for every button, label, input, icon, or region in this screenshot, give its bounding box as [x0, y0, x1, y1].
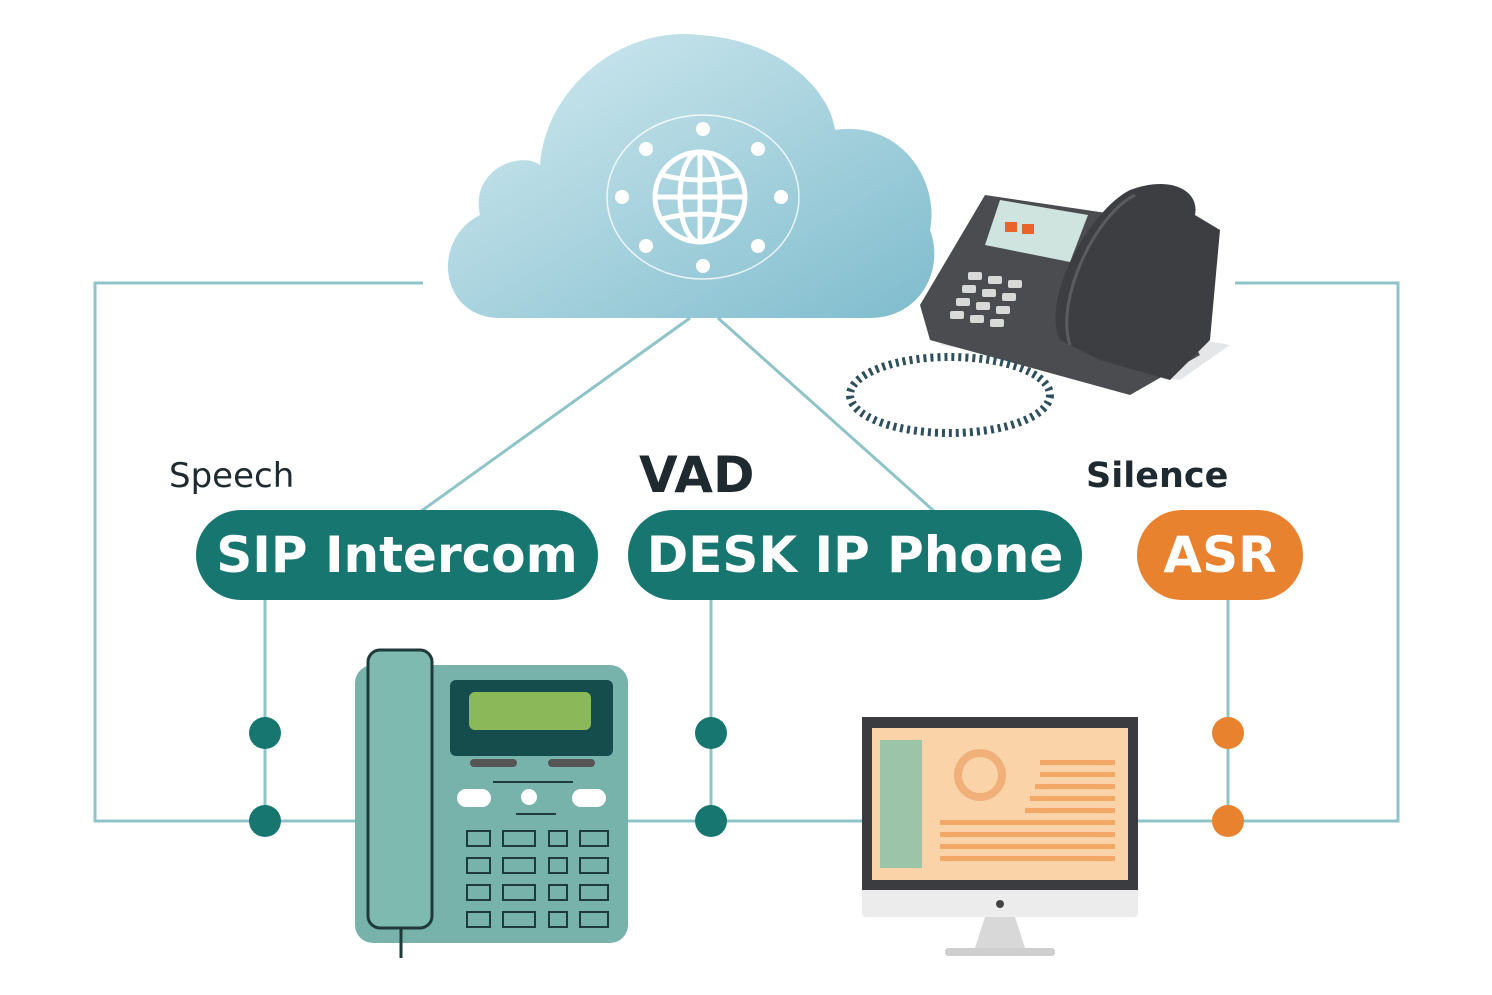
- asr-pill: ASR: [1137, 510, 1303, 600]
- silence-label: Silence: [1086, 456, 1229, 496]
- cloud-globe-icon: [447, 33, 935, 318]
- vad-label: VAD: [639, 446, 755, 504]
- speech-label: Speech: [169, 456, 295, 496]
- connector-dots: [249, 717, 1244, 837]
- connector-lines: [93, 281, 1400, 823]
- desk-phone-icon: [355, 648, 628, 958]
- desk-ip-phone-pill: DESK IP Phone: [628, 510, 1082, 600]
- monitor-icon: [862, 717, 1138, 956]
- sip-intercom-pill: SIP Intercom: [196, 510, 598, 600]
- ip-desk-phone-icon: [846, 184, 1230, 437]
